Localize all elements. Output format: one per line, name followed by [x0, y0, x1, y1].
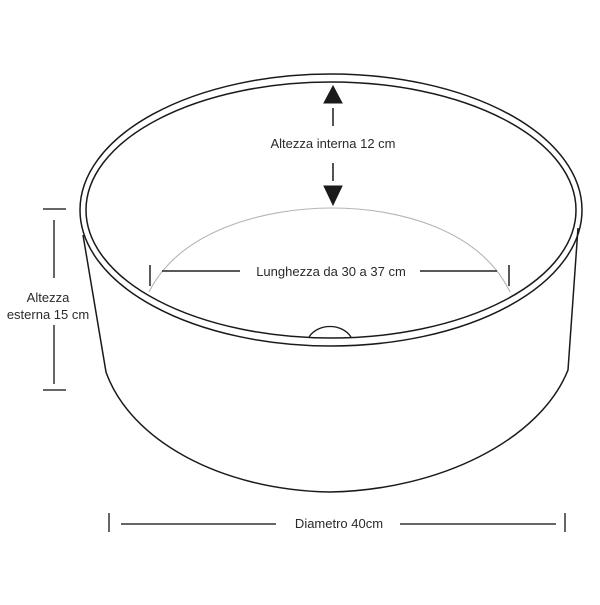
length-label: Lunghezza da 30 a 37 cm [252, 264, 410, 279]
outer-height-label: Altezza esterna 15 cm [7, 289, 89, 323]
length-dimension [149, 265, 510, 286]
bowl-inner-rim [85, 81, 577, 339]
outer-height-dimension [43, 208, 66, 391]
outer-height-label-line2: esterna 15 cm [6, 307, 90, 322]
arrow-down-icon [323, 185, 343, 207]
inner-height-label: Altezza interna 12 cm [270, 136, 396, 151]
outer-height-label-line1: Altezza [26, 290, 70, 305]
diameter-dimension [108, 513, 566, 532]
diameter-label: Diametro 40cm [290, 516, 388, 531]
arrow-up-icon [323, 84, 343, 104]
bowl-outer-rim [79, 73, 583, 347]
basin-inner-arc [148, 207, 511, 293]
bowl-body-outline [82, 227, 579, 493]
drain-icon [308, 325, 352, 338]
inner-height-dimension [323, 84, 343, 207]
